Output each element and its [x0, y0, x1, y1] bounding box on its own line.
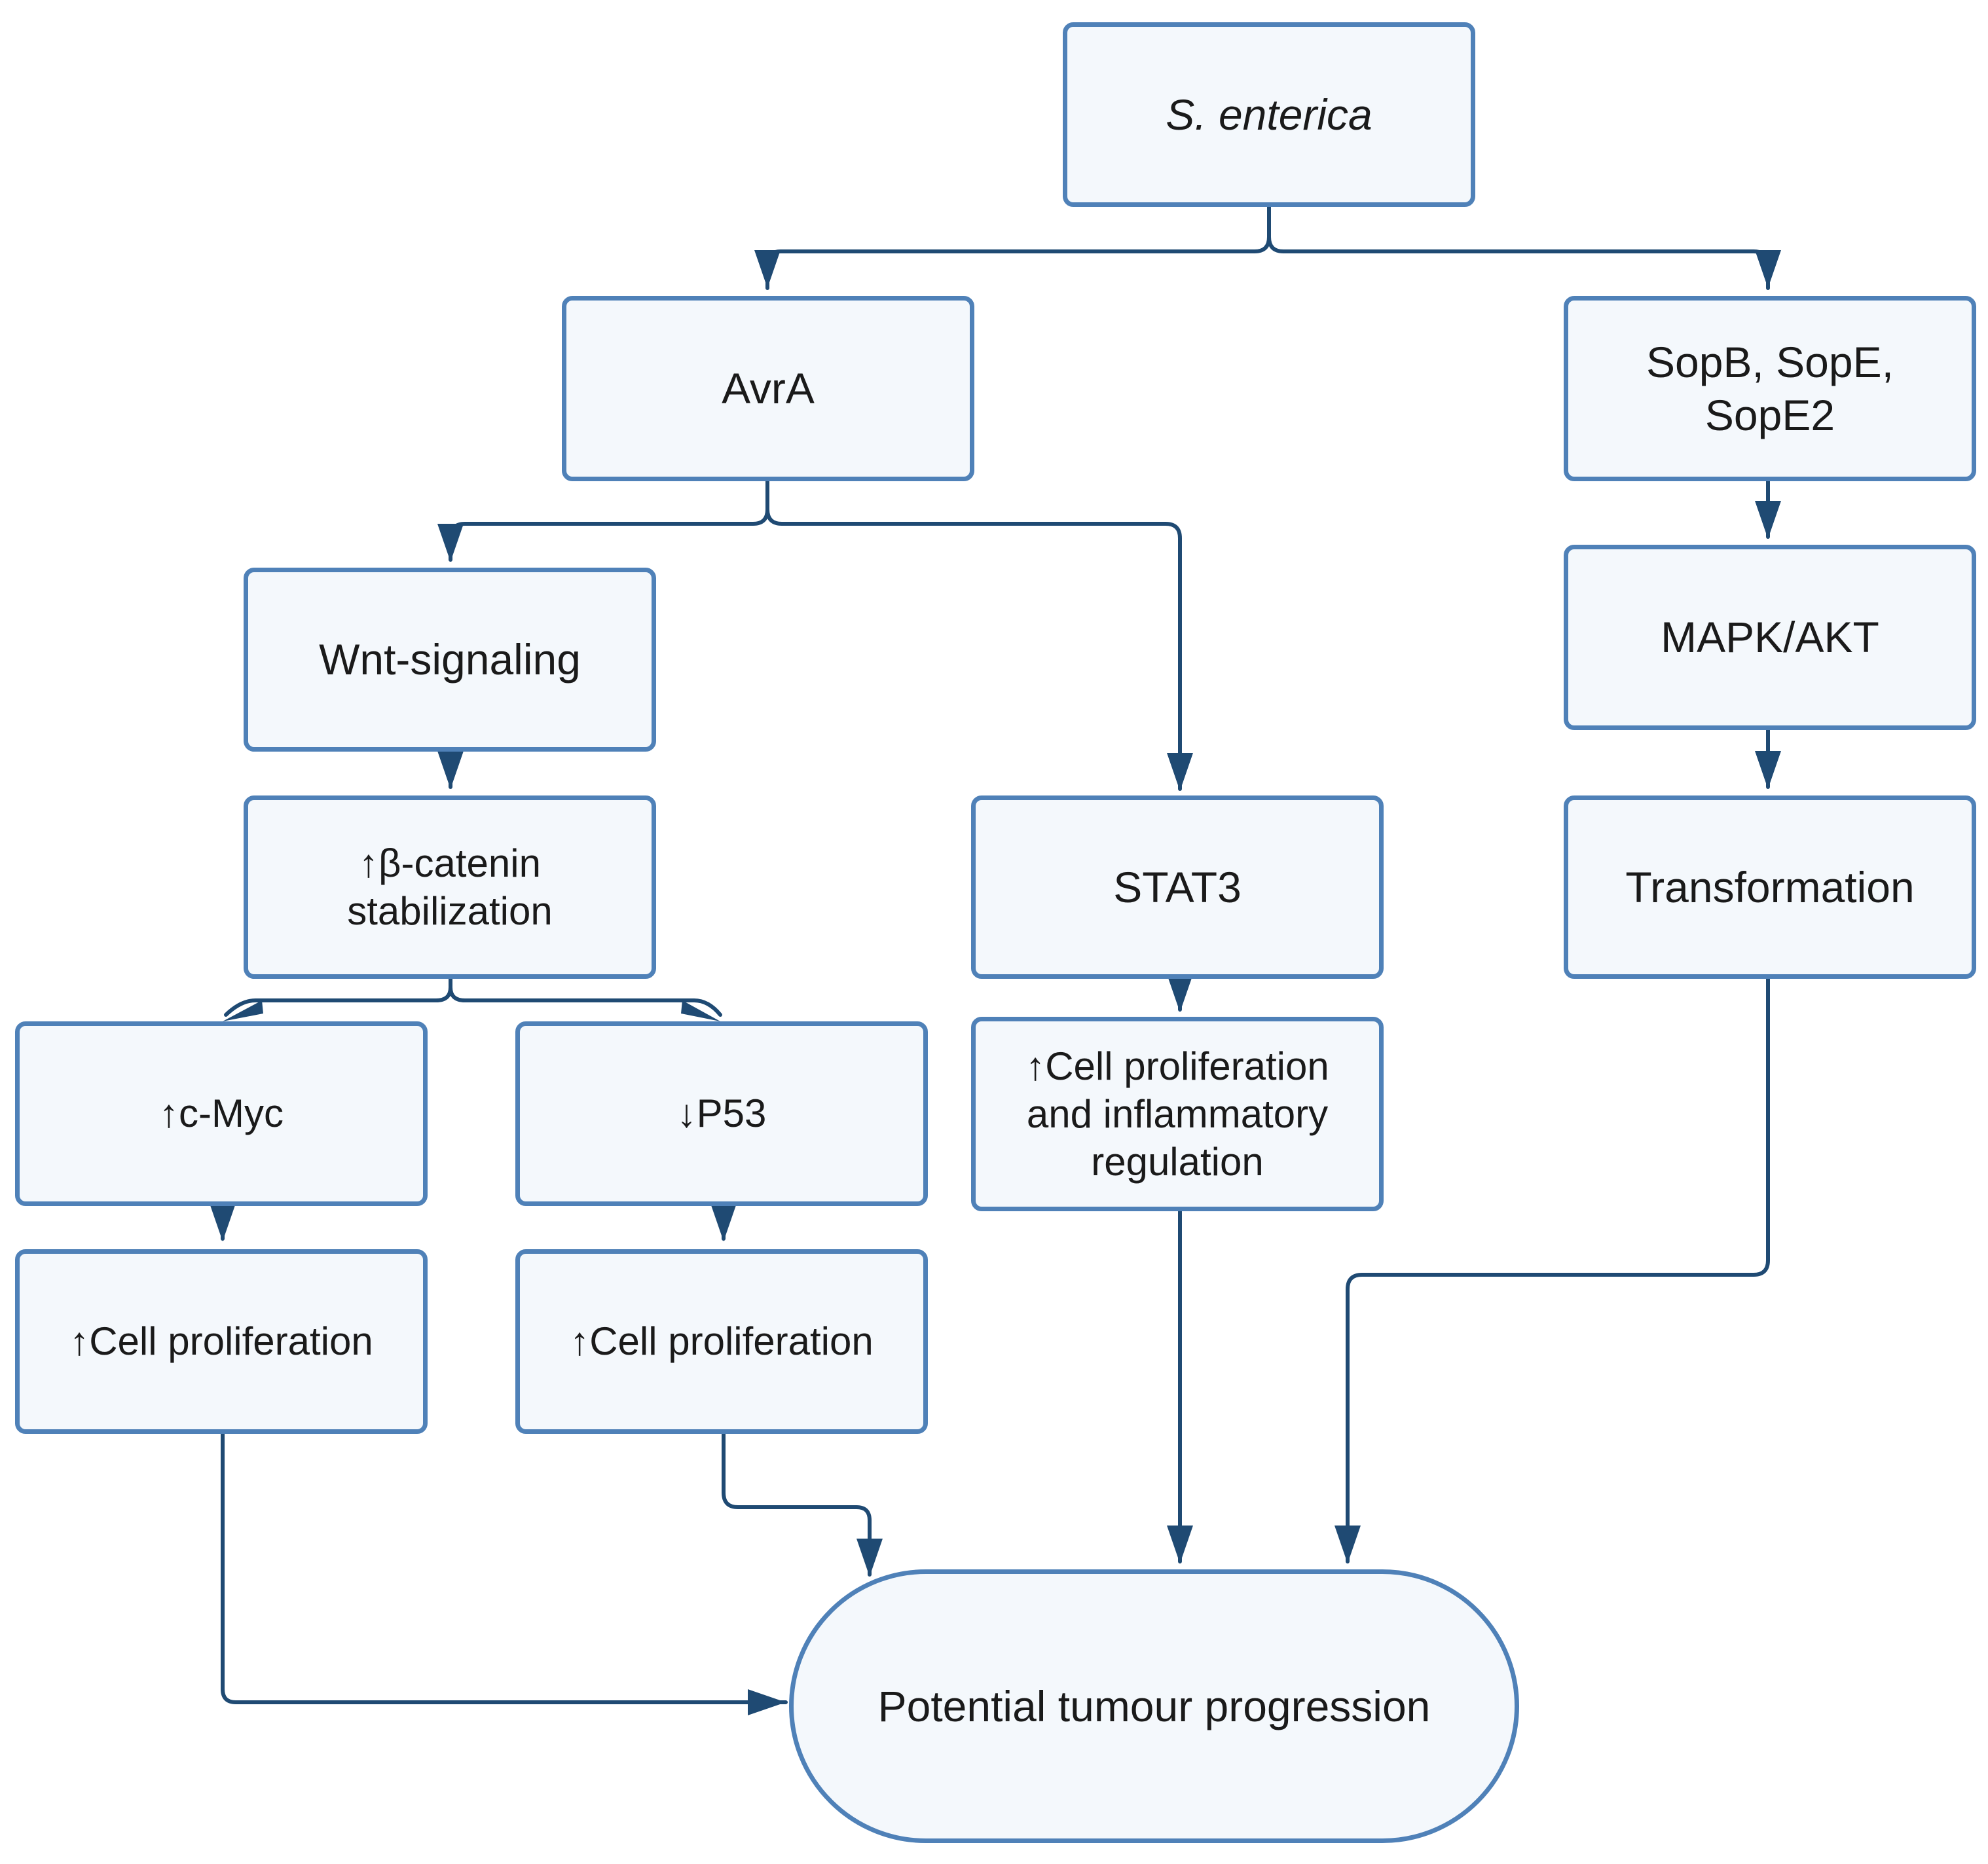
node-avra: AvrA: [562, 296, 974, 481]
arrowhead-wnt: [437, 524, 464, 562]
edge-beta-p53: [449, 977, 722, 1017]
arrowhead-cmyc-prolif: [210, 1203, 236, 1241]
node-wnt-signaling-label: Wnt-signaling: [319, 635, 581, 684]
node-transformation-label: Transformation: [1625, 862, 1915, 911]
edge-cmyc-prolif-outcome: [221, 1432, 788, 1704]
node-beta-catenin-label-line-2: stabilization: [347, 889, 553, 933]
node-s-enterica-label: S. enterica: [1166, 90, 1372, 139]
arrowhead-outcome-stat3: [1167, 1526, 1193, 1563]
edge-senterica-avra: [765, 205, 1271, 290]
node-c-myc: ↑c-Myc: [15, 1021, 428, 1206]
node-sop-label-line-1: SopB, SopE,: [1646, 337, 1894, 386]
edge-transformation-outcome: [1346, 977, 1770, 1563]
edge-p53-prolif-outcome: [722, 1432, 872, 1577]
node-c-myc-effect: ↑Cell proliferation: [15, 1249, 428, 1434]
arrowhead-outcome-p53: [856, 1539, 883, 1577]
node-c-myc-effect-label: ↑Cell proliferation: [69, 1319, 373, 1364]
node-p53: ↓P53: [515, 1021, 928, 1206]
arrowhead-stat3-effect: [1167, 974, 1193, 1012]
node-stat3-label: STAT3: [1113, 862, 1242, 911]
node-c-myc-label: ↑c-Myc: [159, 1091, 284, 1136]
arrowhead-transformation: [1755, 751, 1781, 789]
node-p53-effect: ↑Cell proliferation: [515, 1249, 928, 1434]
edge-senterica-sop: [1267, 205, 1770, 290]
arrowhead-sop: [1755, 250, 1781, 288]
arrowhead-cmyc: [223, 1000, 263, 1021]
node-sop: SopB, SopE, SopE2: [1564, 296, 1976, 481]
node-p53-label: ↓P53: [676, 1091, 767, 1136]
node-avra-label: AvrA: [722, 364, 815, 413]
node-stat3: STAT3: [971, 795, 1384, 979]
node-potential-tumour-progression-label: Potential tumour progression: [877, 1681, 1431, 1730]
arrowhead-outcome-transformation: [1335, 1526, 1361, 1563]
arrowhead-avra: [754, 250, 781, 288]
node-potential-tumour-progression: Potential tumour progression: [789, 1569, 1519, 1843]
arrowhead-mapk: [1755, 501, 1781, 539]
arrowhead-stat3: [1167, 753, 1193, 791]
arrowhead-p53-prolif: [710, 1203, 737, 1241]
node-mapk-akt: MAPK/AKT: [1564, 545, 1976, 730]
node-wnt-signaling: Wnt-signaling: [244, 568, 656, 752]
node-stat3-effect-label-line-3: regulation: [1091, 1140, 1264, 1184]
node-sop-label-line-2: SopE2: [1704, 390, 1835, 439]
node-stat3-effect-label-line-2: and inflammatory: [1026, 1091, 1329, 1136]
arrowhead-beta: [437, 751, 464, 789]
node-stat3-effect-label-line-1: ↑Cell proliferation: [1025, 1044, 1329, 1088]
arrowhead-p53: [681, 1000, 720, 1021]
node-p53-effect-label: ↑Cell proliferation: [570, 1319, 874, 1364]
node-s-enterica: S. enterica: [1063, 22, 1475, 207]
node-stat3-effect: ↑Cell proliferation and inflammatory reg…: [971, 1017, 1384, 1211]
edge-avra-wnt: [449, 479, 769, 562]
node-transformation: Transformation: [1564, 795, 1976, 979]
node-mapk-akt-label: MAPK/AKT: [1661, 613, 1879, 662]
edge-avra-stat3: [765, 479, 1182, 791]
node-beta-catenin: ↑β-catenin stabilization: [244, 795, 656, 979]
node-beta-catenin-label-line-1: ↑β-catenin: [359, 841, 541, 885]
arrowhead-outcome-left: [748, 1689, 786, 1715]
